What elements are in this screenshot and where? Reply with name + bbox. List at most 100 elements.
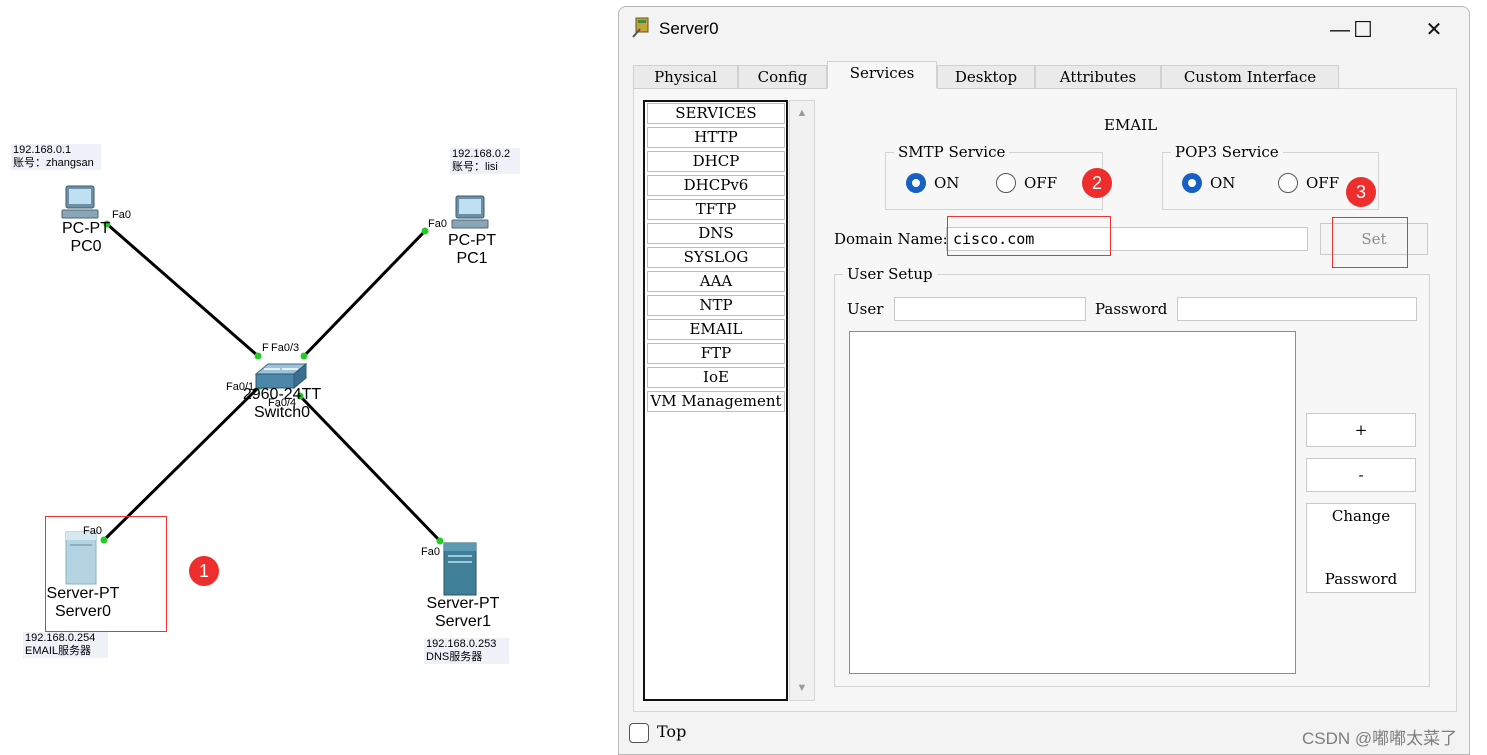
- password-label: Password: [1095, 300, 1168, 318]
- pc1-name: PC1: [456, 250, 488, 267]
- server0-type: Server-PT: [46, 585, 120, 602]
- add-user-button[interactable]: +: [1306, 413, 1416, 447]
- smtp-off-label: OFF: [1024, 174, 1058, 192]
- tab-custom-interface[interactable]: Custom Interface: [1161, 65, 1339, 89]
- pop3-legend: POP3 Service: [1171, 143, 1283, 161]
- switch-name: Switch0: [253, 404, 311, 421]
- top-checkbox[interactable]: [629, 723, 649, 743]
- title-bar[interactable]: Server0 — ☐ ✕: [619, 7, 1469, 51]
- password-input[interactable]: [1177, 297, 1417, 321]
- step-badge-3: 3: [1346, 177, 1376, 207]
- link-pc0-switch: [106, 222, 259, 358]
- smtp-on-label: ON: [934, 174, 960, 192]
- pc1-type: PC-PT: [448, 232, 496, 249]
- pc0-type: PC-PT: [62, 220, 110, 237]
- server1-name: Server1: [434, 613, 492, 630]
- set-highlight-box: [1332, 217, 1408, 268]
- service-item-dhcpv6[interactable]: DHCPv6: [647, 175, 785, 196]
- user-setup-group: User Setup User Password + - Change Pass…: [834, 265, 1430, 687]
- remove-user-button[interactable]: -: [1306, 458, 1416, 492]
- pc0-port: Fa0: [112, 209, 131, 221]
- server0-window[interactable]: Server0 — ☐ ✕ Physical Config Services D…: [618, 6, 1470, 755]
- server-app-icon: [632, 17, 649, 38]
- switch-icon: [254, 362, 308, 390]
- pc1-icon: [451, 195, 489, 229]
- smtp-legend: SMTP Service: [894, 143, 1010, 161]
- service-item-syslog[interactable]: SYSLOG: [647, 247, 785, 268]
- step-badge-2: 2: [1082, 168, 1112, 198]
- smtp-off-radio[interactable]: [996, 173, 1016, 193]
- server1-icon: [443, 542, 477, 596]
- service-item-ftp[interactable]: FTP: [647, 343, 785, 364]
- service-item-ntp[interactable]: NTP: [647, 295, 785, 316]
- service-item-dns[interactable]: DNS: [647, 223, 785, 244]
- link-server1-switch: [298, 394, 442, 543]
- minimize-button[interactable]: —: [1330, 19, 1350, 41]
- smtp-on-radio[interactable]: [906, 173, 926, 193]
- switch-port-fa04: Fa0/4: [268, 397, 297, 409]
- switch-port-fa03: Fa0/3: [271, 342, 300, 354]
- scroll-up-icon[interactable]: ▲: [796, 107, 808, 119]
- domain-name-label: Domain Name:: [834, 230, 948, 248]
- server0-ip: 192.168.0.254: [25, 632, 96, 644]
- pop3-on-label: ON: [1210, 174, 1236, 192]
- maximize-button[interactable]: ☐: [1353, 17, 1373, 42]
- switch-port-fa01: Fa0/1: [226, 381, 255, 393]
- switch-model: 2960-24TT: [242, 386, 322, 403]
- change-password-button[interactable]: Change Password: [1306, 503, 1416, 593]
- close-button[interactable]: ✕: [1425, 19, 1443, 41]
- pc0-account: 账号：zhangsan: [13, 157, 94, 169]
- user-label: User: [847, 300, 884, 318]
- service-item-email[interactable]: EMAIL: [647, 319, 785, 340]
- pop3-on-radio[interactable]: [1182, 173, 1202, 193]
- domain-name-input[interactable]: cisco.com: [946, 227, 1308, 251]
- server1-ip: 192.168.0.253: [426, 638, 497, 650]
- pc0-icon: [61, 185, 99, 219]
- switch-port-fa02: F: [262, 342, 269, 354]
- tab-desktop[interactable]: Desktop: [937, 65, 1035, 89]
- email-panel: EMAIL SMTP Service ON OFF 2 POP3 Service…: [834, 107, 1432, 692]
- pop3-off-radio[interactable]: [1278, 173, 1298, 193]
- service-item-ioe[interactable]: IoE: [647, 367, 785, 388]
- service-item-aaa[interactable]: AAA: [647, 271, 785, 292]
- services-list[interactable]: SERVICES HTTP DHCP DHCPv6 TFTP DNS SYSLO…: [643, 100, 788, 701]
- server0-port: Fa0: [83, 525, 102, 537]
- pc1-info: 192.168.0.2 账号：lisi: [450, 148, 520, 174]
- change-password-line2: Password: [1324, 570, 1398, 588]
- server1-info: 192.168.0.253 DNS服务器: [424, 638, 509, 664]
- service-item-dhcp[interactable]: DHCP: [647, 151, 785, 172]
- service-item-http[interactable]: HTTP: [647, 127, 785, 148]
- tab-config[interactable]: Config: [738, 65, 827, 89]
- switch-label: 2960-24TT Switch0: [232, 386, 332, 422]
- link-server0-switch: [102, 384, 262, 542]
- server0-icon: [65, 531, 97, 585]
- topology-canvas[interactable]: 192.168.0.1 账号：zhangsan PC-PT PC0 Fa0 19…: [0, 0, 615, 755]
- set-button[interactable]: Set: [1320, 223, 1428, 255]
- user-input[interactable]: [894, 297, 1086, 321]
- server1-label: Server-PT Server1: [418, 595, 508, 631]
- tab-services[interactable]: Services: [827, 61, 937, 89]
- server0-info: 192.168.0.254 EMAIL服务器: [23, 632, 108, 658]
- pc1-account: 账号：lisi: [452, 161, 498, 173]
- service-item-header[interactable]: SERVICES: [647, 103, 785, 124]
- server0-label: Server-PT Server0: [38, 585, 128, 621]
- service-item-vm-management[interactable]: VM Management: [647, 391, 785, 412]
- pc1-port: Fa0: [428, 218, 447, 230]
- server0-name: Server0: [54, 603, 112, 620]
- topology-links: [61, 185, 489, 596]
- server1-role: DNS服务器: [426, 651, 483, 663]
- server1-port: Fa0: [421, 546, 440, 558]
- watermark: CSDN @嘟嘟太菜了: [1302, 729, 1458, 748]
- service-item-tftp[interactable]: TFTP: [647, 199, 785, 220]
- pc0-label: PC-PT PC0: [56, 220, 116, 256]
- pc0-info: 192.168.0.1 账号：zhangsan: [11, 144, 101, 170]
- user-setup-legend: User Setup: [843, 265, 937, 283]
- user-list[interactable]: [849, 331, 1296, 674]
- services-scrollbar[interactable]: ▲ ▼: [789, 100, 815, 701]
- smtp-service-group: SMTP Service ON OFF: [885, 143, 1103, 210]
- tab-physical[interactable]: Physical: [633, 65, 738, 89]
- scroll-down-icon[interactable]: ▼: [796, 682, 808, 694]
- tab-attributes[interactable]: Attributes: [1035, 65, 1161, 89]
- step-badge-1: 1: [189, 556, 219, 586]
- domain-highlight-box: [947, 216, 1111, 256]
